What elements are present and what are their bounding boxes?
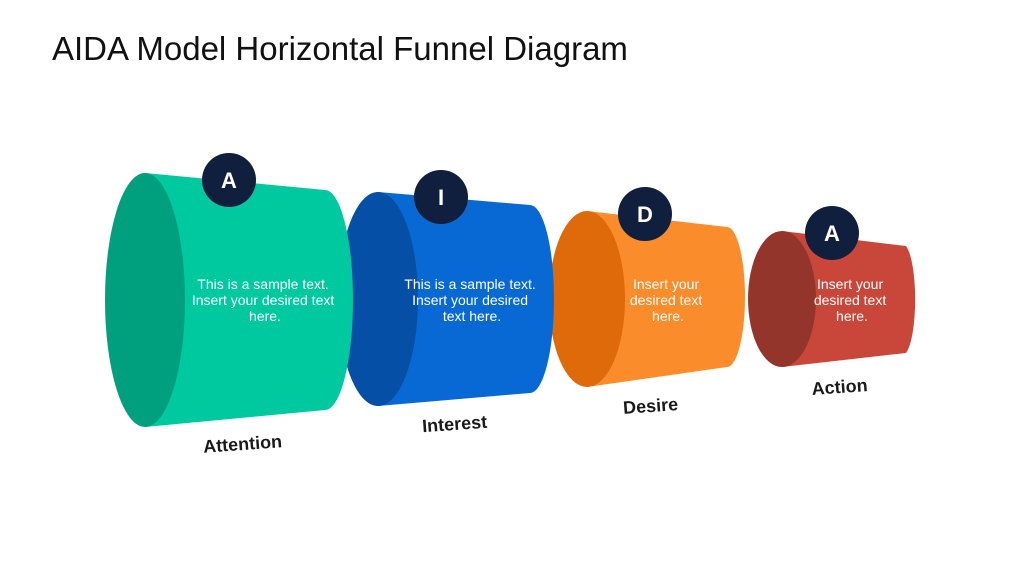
stage-badge-letter-interest: I	[438, 185, 444, 210]
stage-label-action: Action	[811, 375, 868, 399]
stage-label-interest: Interest	[421, 412, 487, 436]
funnel-stage-desire: Insert your desired text here. D Desire	[549, 187, 745, 418]
stage-badge-interest	[414, 170, 468, 224]
funnel-stage-interest: This is a sample text. Insert your desir…	[338, 170, 554, 436]
funnel-segment-desire-end	[549, 211, 625, 387]
funnel-segment-action-end	[748, 231, 816, 367]
funnel-segment-attention	[145, 173, 353, 427]
stage-text-attention: This is a sample text. Insert your desir…	[192, 276, 338, 324]
stage-text-interest: This is a sample text. Insert your desir…	[404, 276, 539, 324]
funnel-segment-action	[782, 231, 916, 367]
stage-badge-attention	[202, 153, 256, 207]
funnel-segment-attention-end	[105, 173, 185, 427]
funnel-stage-attention: This is a sample text. Insert your desir…	[105, 153, 353, 457]
stage-text-desire: Insert your desired text here.	[630, 276, 706, 324]
slide-title: AIDA Model Horizontal Funnel Diagram	[52, 30, 628, 67]
funnel-segment-desire	[587, 211, 745, 387]
funnel-segment-interest	[378, 192, 554, 406]
stage-text-action: Insert your desired text here.	[814, 276, 890, 324]
stage-badge-action	[805, 206, 859, 260]
funnel-stage-action: Insert your desired text here. A Action	[748, 206, 916, 399]
funnel-segment-interest-end	[338, 192, 418, 406]
stage-label-desire: Desire	[622, 394, 678, 418]
stage-badge-letter-action: A	[824, 221, 840, 246]
stage-badge-letter-desire: D	[637, 202, 653, 227]
stage-label-attention: Attention	[202, 431, 282, 456]
stage-badge-desire	[618, 187, 672, 241]
stage-badge-letter-attention: A	[221, 168, 237, 193]
